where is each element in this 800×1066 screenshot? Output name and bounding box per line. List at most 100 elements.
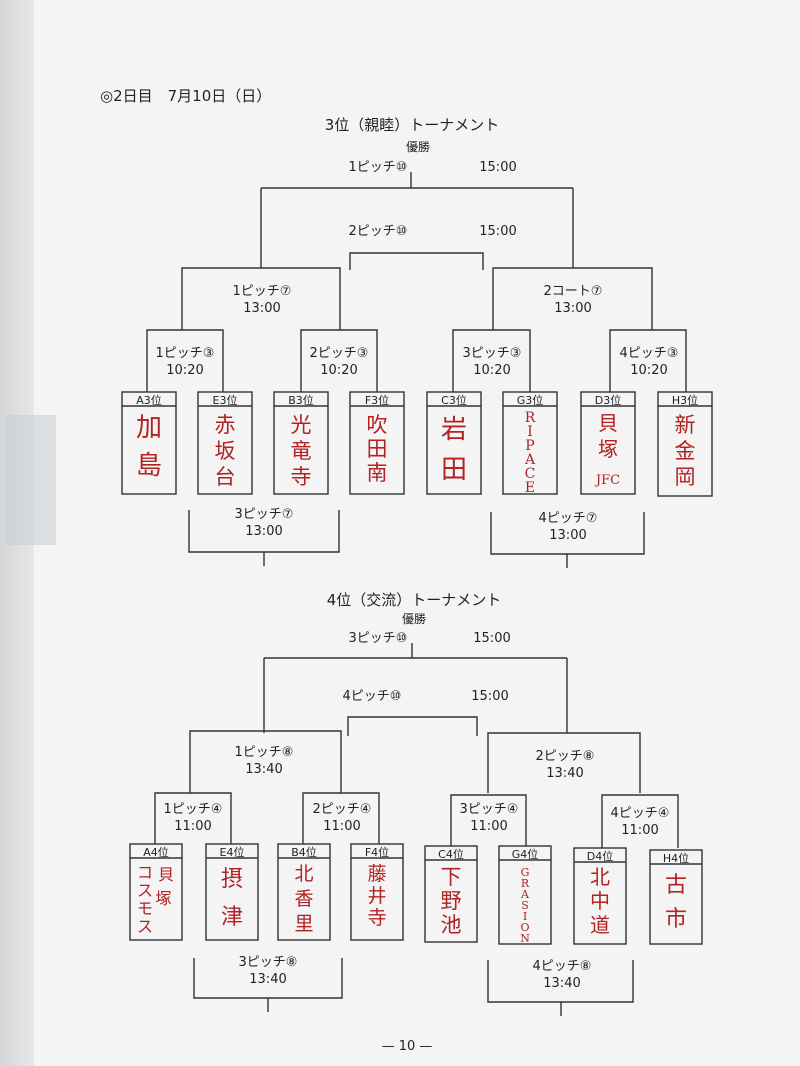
slot-label: A4位 (143, 845, 169, 859)
team-slot: C4位 下野池 (424, 845, 478, 943)
slot-label: G4位 (512, 847, 539, 861)
team-slot: F3位 吹田南 (349, 391, 405, 495)
consolation-1-time: 13:40 (249, 972, 286, 987)
slot-label: A3位 (136, 393, 162, 407)
final-bracket-line (263, 643, 568, 733)
page-number: — 10 — (382, 1039, 433, 1054)
third-place-pitch: 2ピッチ⑩ (349, 224, 408, 239)
slot-label: H3位 (672, 393, 698, 407)
quarter-1-bracket-line (146, 329, 224, 392)
final-label: 優勝 (406, 139, 430, 154)
semi-2-bracket-line (487, 732, 641, 793)
quarter-4-pitch: 4ピッチ③ (620, 346, 679, 361)
consolation-1-pitch: 3ピッチ⑧ (239, 955, 298, 970)
third-place-time: 15:00 (471, 689, 508, 704)
semi-2-bracket-line (492, 267, 653, 330)
quarter-3-pitch: 3ピッチ④ (460, 802, 519, 817)
slot-label: G3位 (517, 393, 544, 407)
quarter-1-pitch: 1ピッチ④ (164, 802, 223, 817)
team-name: 赤坂台 (215, 413, 236, 489)
tournament-3rd-place: 3位（親睦）トーナメント 優勝 1ピッチ⑩ 15:00 2ピッチ⑩ 15:00 … (121, 116, 713, 568)
final-bracket-line (260, 172, 574, 268)
consolation-2-time: 13:00 (549, 528, 586, 543)
team-slot: B4位 北香里 (277, 843, 331, 941)
slot-label: E3位 (213, 393, 238, 407)
final-pitch: 1ピッチ⑩ (349, 160, 408, 175)
quarter-2-bracket-line (302, 792, 380, 844)
quarter-2-time: 10:20 (320, 363, 357, 378)
quarter-4-pitch: 4ピッチ④ (611, 806, 670, 821)
consolation-1-time: 13:00 (245, 524, 282, 539)
slot-label: D4位 (587, 849, 613, 863)
consolation-2-pitch: 4ピッチ⑧ (533, 959, 592, 974)
quarter-4-bracket-line (601, 794, 679, 848)
third-place-bracket-line (347, 716, 478, 736)
team-slot: H3位 新金岡 (657, 391, 713, 497)
slot-label: C3位 (441, 393, 467, 407)
third-place-pitch: 4ピッチ⑩ (343, 689, 402, 704)
quarter-3-bracket-line (452, 329, 531, 392)
quarter-1-time: 11:00 (174, 819, 211, 834)
team-slot: A3位 加島 (121, 391, 177, 495)
consolation-2-time: 13:40 (543, 976, 580, 991)
final-label: 優勝 (402, 611, 426, 626)
consolation-2-bracket-line (487, 960, 634, 1016)
team-slot: C3位 岩田 (426, 391, 482, 495)
final-pitch: 3ピッチ⑩ (349, 631, 408, 646)
consolation-2-pitch: 4ピッチ⑦ (539, 511, 598, 526)
semi-1-pitch: 1ピッチ⑦ (233, 284, 292, 299)
quarter-3-time: 11:00 (470, 819, 507, 834)
quarter-4-bracket-line (609, 329, 687, 392)
team-slot: H4位 古市 (649, 849, 703, 945)
slot-label: D3位 (595, 393, 621, 407)
team-name: 貝塚 コスモス (137, 863, 177, 936)
team-name: 北香里 (294, 863, 313, 935)
semi-2-time: 13:00 (554, 301, 591, 316)
final-time: 15:00 (479, 160, 516, 175)
team-slot: B3位 光竜寺 (273, 391, 329, 495)
quarter-2-time: 11:00 (323, 819, 360, 834)
semi-2-pitch: 2ピッチ⑧ (536, 749, 595, 764)
semi-1-bracket-line (189, 730, 342, 793)
semi-1-time: 13:00 (243, 301, 280, 316)
team-name: 藤井寺 (367, 863, 386, 929)
team-name: 吹田南 (367, 413, 388, 485)
team-name: 下野池 (441, 865, 462, 937)
quarter-3-time: 10:20 (473, 363, 510, 378)
slot-label: F4位 (365, 845, 389, 859)
team-name: 古市 (665, 873, 687, 932)
quarter-2-bracket-line (300, 329, 378, 392)
semi-1-bracket-line (181, 267, 341, 330)
team-name: 北中道 (590, 865, 610, 937)
slot-label: F3位 (365, 393, 389, 407)
consolation-1-bracket-line (193, 958, 343, 1012)
quarter-1-bracket-line (154, 792, 232, 844)
slot-label: B3位 (288, 393, 314, 407)
tournament-4th-place: 4位（交流）トーナメント 優勝 3ピッチ⑩ 15:00 4ピッチ⑩ 15:00 … (129, 591, 703, 1016)
third-place-time: 15:00 (479, 224, 516, 239)
quarter-3-bracket-line (450, 794, 527, 846)
quarter-3-pitch: 3ピッチ③ (463, 346, 522, 361)
consolation-2-bracket-line (490, 512, 645, 568)
tournament-title: 4位（交流）トーナメント (327, 591, 502, 609)
slot-label: H4位 (663, 851, 689, 865)
slot-label: B4位 (291, 845, 317, 859)
team-slot: A4位 貝塚 コスモス (129, 843, 183, 941)
quarter-1-time: 10:20 (166, 363, 203, 378)
semi-2-pitch: 2コート⑦ (544, 284, 603, 299)
team-name: 摂津 (221, 867, 243, 930)
third-place-bracket-line (349, 252, 484, 270)
team-name: 光竜寺 (291, 413, 312, 489)
team-slot: D4位 北中道 (573, 847, 627, 945)
team-slot: E4位 摂津 (205, 843, 259, 941)
team-name: 新金岡 (675, 413, 696, 489)
final-time: 15:00 (473, 631, 510, 646)
team-name: 岩田 (441, 415, 467, 485)
tape-strip (6, 415, 56, 545)
